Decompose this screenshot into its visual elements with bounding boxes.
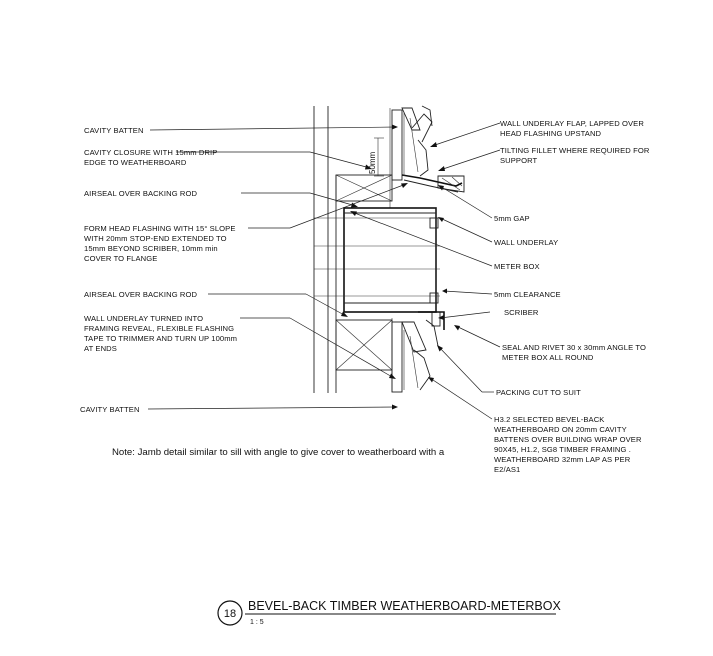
label-wall-underlay: WALL UNDERLAY xyxy=(494,238,558,247)
framing-structure xyxy=(313,105,465,393)
label-seal-rivet-2: METER BOX ALL ROUND xyxy=(502,353,594,362)
label-5mm-gap: 5mm GAP xyxy=(494,214,530,223)
dimension-label: 50mm xyxy=(368,151,377,174)
label-tilting-fillet-2: SUPPORT xyxy=(500,156,538,165)
label-form-head-flashing-3: 15mm BEYOND SCRIBER, 10mm min xyxy=(84,244,218,253)
label-form-head-flashing: FORM HEAD FLASHING WITH 15° SLOPE xyxy=(84,224,236,233)
label-wall-underlay-flap-2: HEAD FLASHING UPSTAND xyxy=(500,129,602,138)
label-airseal-top: AIRSEAL OVER BACKING ROD xyxy=(84,189,198,198)
label-cavity-batten-top: CAVITY BATTEN xyxy=(84,126,144,135)
label-wall-underlay-turned-4: AT ENDS xyxy=(84,344,117,353)
label-weatherboard-3: BATTENS OVER BUILDING WRAP OVER xyxy=(494,435,642,444)
detail-scale: 1 : 5 xyxy=(250,619,264,626)
labels-left: CAVITY BATTEN CAVITY CLOSURE WITH 15mm D… xyxy=(80,126,237,414)
label-meter-box: METER BOX xyxy=(494,262,540,271)
label-form-head-flashing-4: COVER TO FLANGE xyxy=(84,254,157,263)
label-weatherboard: H3.2 SELECTED BEVEL-BACK xyxy=(494,415,604,424)
label-weatherboard-5: WEATHERBOARD 32mm LAP AS PER xyxy=(494,455,631,464)
label-tilting-fillet: TILTING FILLET WHERE REQUIRED FOR xyxy=(500,146,650,155)
label-scriber: SCRIBER xyxy=(504,308,539,317)
label-wall-underlay-turned-3: TAPE TO TRIMMER AND TURN UP 100mm xyxy=(84,334,237,343)
label-airseal-bottom: AIRSEAL OVER BACKING ROD xyxy=(84,290,198,299)
label-form-head-flashing-2: WITH 20mm STOP-END EXTENDED TO xyxy=(84,234,227,243)
title-block: 18 BEVEL-BACK TIMBER WEATHERBOARD-METERB… xyxy=(217,599,561,626)
detail-title: BEVEL-BACK TIMBER WEATHERBOARD-METERBOX xyxy=(248,599,561,613)
label-cavity-closure: CAVITY CLOSURE WITH 15mm DRIP xyxy=(84,148,217,157)
label-weatherboard-4: 90X45, H1.2, SG8 TIMBER FRAMING . xyxy=(494,445,631,454)
label-seal-rivet: SEAL AND RIVET 30 x 30mm ANGLE TO xyxy=(502,343,646,352)
label-cavity-batten-bottom: CAVITY BATTEN xyxy=(80,405,140,414)
labels-right: WALL UNDERLAY FLAP, LAPPED OVER HEAD FLA… xyxy=(494,119,650,474)
dimension-50mm: 50mm xyxy=(368,137,384,177)
label-weatherboard-6: E2/AS1 xyxy=(494,465,520,474)
note-text: Note: Jamb detail similar to sill with a… xyxy=(112,447,445,458)
label-wall-underlay-flap: WALL UNDERLAY FLAP, LAPPED OVER xyxy=(500,119,644,128)
label-wall-underlay-turned-2: FRAMING REVEAL, FLEXIBLE FLASHING xyxy=(84,324,234,333)
label-cavity-closure-2: EDGE TO WEATHERBOARD xyxy=(84,158,187,167)
label-wall-underlay-turned: WALL UNDERLAY TURNED INTO xyxy=(84,314,203,323)
leaders-left xyxy=(147,124,408,410)
label-packing: PACKING CUT TO SUIT xyxy=(496,388,581,397)
detail-number-circle xyxy=(217,600,243,626)
label-5mm-clearance: 5mm CLEARANCE xyxy=(494,290,561,299)
leaders-right xyxy=(350,122,501,420)
detail-number: 18 xyxy=(224,608,236,620)
label-weatherboard-2: WEATHERBOARD ON 20mm CAVITY xyxy=(494,425,627,434)
